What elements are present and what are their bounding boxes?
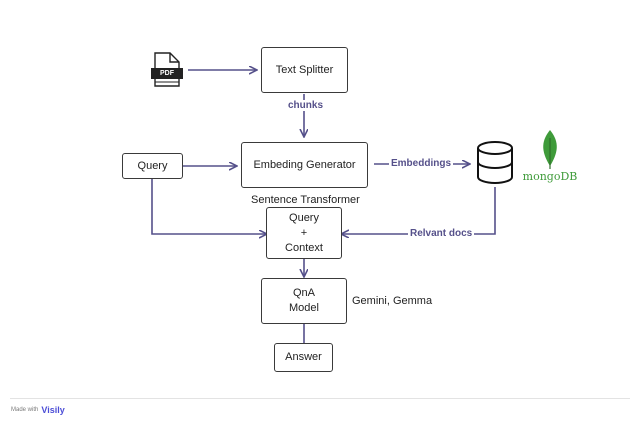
query-label: Query bbox=[137, 159, 168, 172]
query-context-line-1: Query bbox=[289, 211, 319, 224]
query-context-node: Query + Context bbox=[266, 207, 342, 259]
query-context-line-3: Context bbox=[285, 241, 323, 254]
answer-node: Answer bbox=[274, 343, 333, 372]
footer: Made with Visily bbox=[11, 405, 65, 415]
edge-db-to-context bbox=[342, 187, 496, 234]
sentence-transformer-label: Sentence Transformer bbox=[251, 194, 360, 206]
text-splitter-node: Text Splitter bbox=[261, 47, 348, 93]
chunks-label: chunks bbox=[286, 100, 326, 111]
embeddings-label: Embeddings bbox=[389, 158, 454, 169]
pdf-icon: PDF bbox=[150, 52, 184, 88]
database-icon bbox=[476, 140, 514, 186]
gemini-gemma-label: Gemini, Gemma bbox=[352, 295, 433, 307]
embedding-generator-label: Embeding Generator bbox=[253, 158, 356, 171]
qna-model-line-1: QnA bbox=[292, 287, 315, 299]
made-with-text: Made with bbox=[11, 407, 39, 413]
answer-label: Answer bbox=[285, 351, 322, 363]
embedding-generator-node: Embeding Generator bbox=[241, 142, 368, 188]
mongodb-logo: mongoDB bbox=[520, 128, 580, 186]
relevant-docs-label: Relvant docs bbox=[408, 228, 475, 239]
mongodb-leaf-icon bbox=[543, 130, 557, 169]
pdf-icon-label: PDF bbox=[160, 70, 174, 77]
query-context-line-2: + bbox=[300, 226, 308, 239]
qna-model-line-2: Model bbox=[289, 302, 319, 314]
mongodb-label: mongoDB bbox=[522, 170, 578, 183]
qna-model-node: QnA Model bbox=[261, 278, 347, 324]
visily-logo[interactable]: Visily bbox=[41, 405, 65, 415]
edge-query-to-context bbox=[151, 178, 266, 234]
query-node: Query bbox=[122, 153, 183, 179]
text-splitter-label: Text Splitter bbox=[275, 63, 334, 76]
